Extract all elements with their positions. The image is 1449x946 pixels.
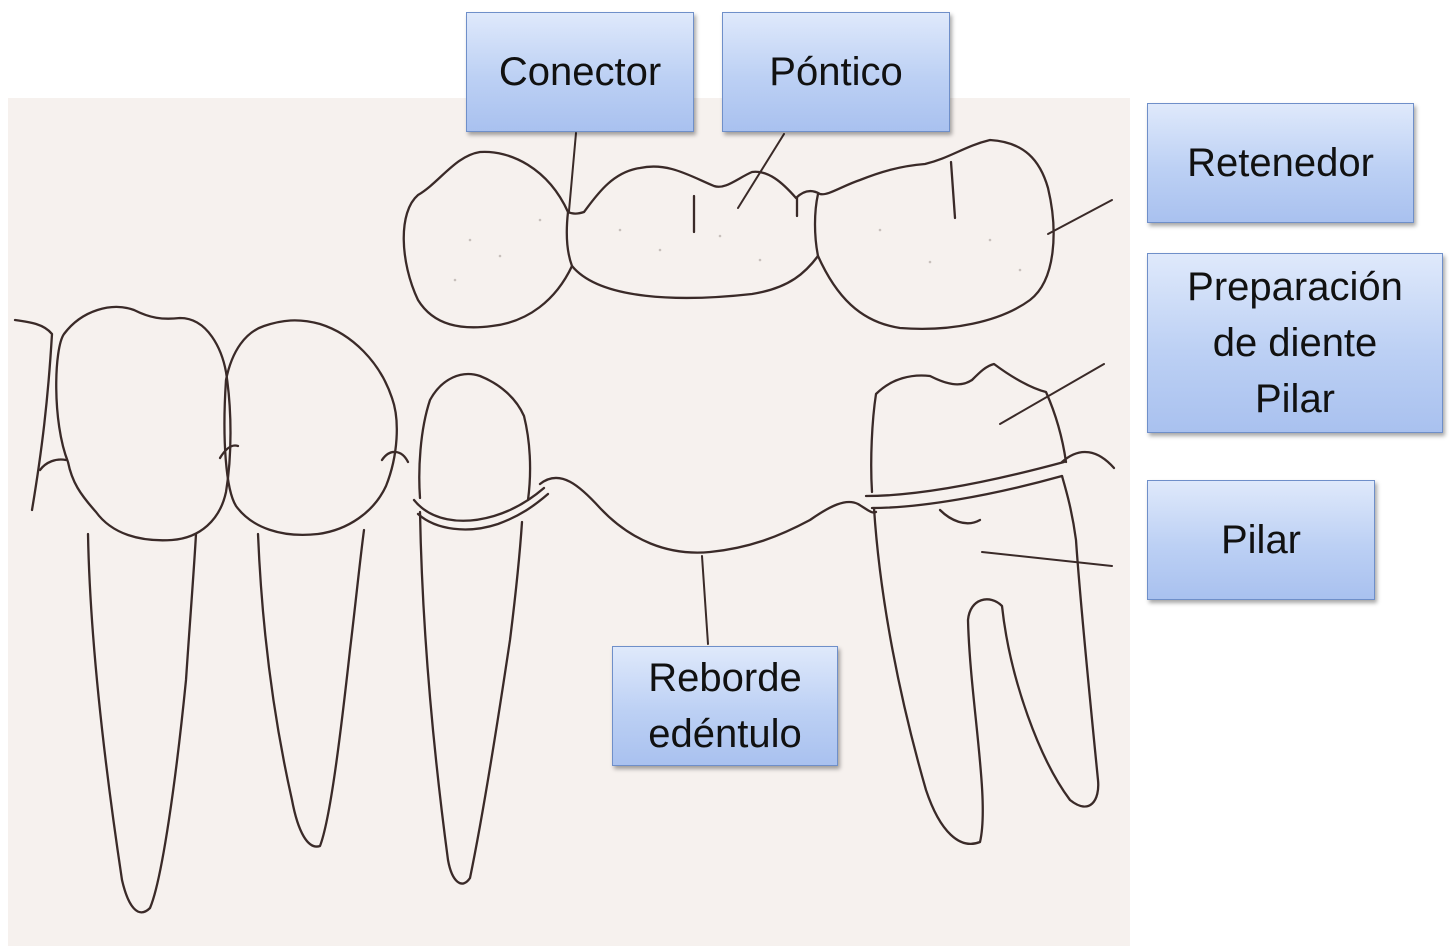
label-preparacion-line-1: Preparación <box>1187 259 1403 315</box>
label-reborde: Reborde edéntulo <box>612 646 838 766</box>
label-reborde-line-1: Reborde <box>648 650 801 706</box>
label-pilar: Pilar <box>1147 480 1375 600</box>
label-preparacion-line-2: de diente <box>1213 315 1378 371</box>
label-retenedor-text: Retenedor <box>1187 135 1374 191</box>
label-reborde-line-2: edéntulo <box>648 706 801 762</box>
label-pontico-text: Póntico <box>769 44 902 100</box>
label-conector: Conector <box>466 12 694 132</box>
label-preparacion: Preparación de diente Pilar <box>1147 253 1443 433</box>
label-pontico: Póntico <box>722 12 950 132</box>
label-preparacion-line-3: Pilar <box>1255 371 1335 427</box>
label-retenedor: Retenedor <box>1147 103 1414 223</box>
label-pilar-text: Pilar <box>1221 512 1301 568</box>
label-conector-text: Conector <box>499 44 661 100</box>
